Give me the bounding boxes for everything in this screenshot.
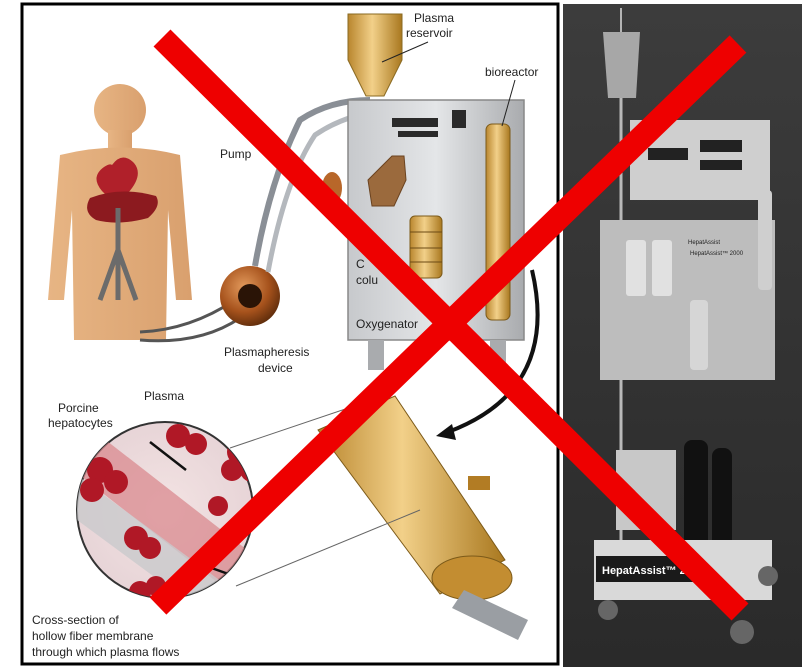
plasmapheresis-label-line1: Plasmapheresis — [224, 345, 309, 359]
plasma-reservoir-label-line1: Plasma — [414, 11, 454, 25]
front-brand-label: HepatAssist™ 2 — [602, 565, 686, 577]
machine-model-text: HepatAssist™ 2000 — [690, 250, 744, 257]
plasma-reservoir-label-line2: reservoir — [406, 26, 453, 40]
bioreactor-label: bioreactor — [485, 65, 538, 79]
cross-section-label-line2: hollow fiber membrane — [32, 629, 154, 643]
plasmapheresis-device — [220, 266, 280, 326]
machine-brand-text: HepatAssist — [688, 240, 720, 246]
plasmapheresis-label-line2: device — [258, 361, 293, 375]
pump-label: Pump — [220, 147, 252, 161]
cross-section-label-line3: through which plasma flows — [32, 645, 179, 659]
cross-section-label-line1: Cross-section of — [32, 613, 119, 627]
charcoal-column-label-line1: C — [356, 257, 365, 271]
porcine-label-line2: hepatocytes — [48, 416, 113, 430]
plasma-label: Plasma — [144, 389, 184, 403]
liver-icon — [87, 191, 158, 222]
charcoal-column-label-line2: colu — [356, 273, 378, 287]
porcine-label-line1: Porcine — [58, 401, 99, 415]
oxygenator-label: Oxygenator — [356, 317, 418, 331]
